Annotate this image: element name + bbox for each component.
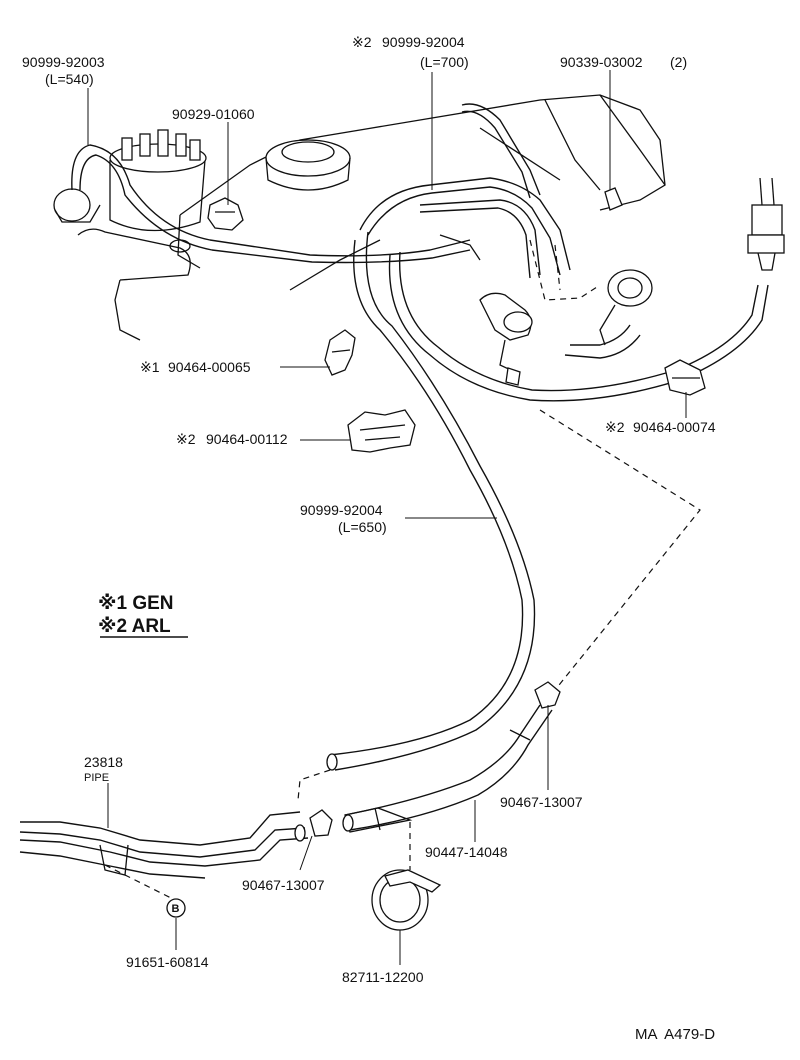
label-hose-top-center-length: (L=700)	[420, 54, 469, 70]
label-hose-short-number: 90447-14048	[425, 844, 508, 860]
label-pipe-number: 23818	[84, 754, 123, 770]
label-clamp-arl-left-number: 90464-00112	[206, 431, 288, 447]
label-bolt-symbol: B	[172, 903, 180, 915]
label-clamp-gen-marker: ※1	[140, 359, 160, 375]
label-hose-long-number: 90999-92004	[300, 502, 383, 518]
label-hose-top-center-number: 90999-92004	[382, 34, 465, 50]
part-labels: 90999-92003 (L=540) ※2 90999-92004 (L=70…	[22, 34, 716, 985]
label-bolt-number: 91651-60814	[126, 954, 209, 970]
label-plug-number: 90339-03002	[560, 54, 643, 70]
engine-illustration	[53, 94, 785, 386]
label-hose-top-center-marker: ※2	[352, 34, 372, 50]
label-hose-long-length: (L=650)	[338, 519, 387, 535]
label-plug-qty: (2)	[670, 54, 687, 70]
label-hose-top-left-number: 90999-92003	[22, 54, 105, 70]
label-hose-top-left-length: (L=540)	[45, 71, 94, 87]
label-clip-left-number: 90467-13007	[242, 877, 325, 893]
label-clip-right-number: 90467-13007	[500, 794, 583, 810]
legend: ※1 GEN ※2 ARL	[98, 593, 174, 637]
label-band-clamp-number: 82711-12200	[342, 969, 424, 985]
label-clamp-arl-left-marker: ※2	[176, 431, 196, 447]
label-pipe-name: PIPE	[84, 772, 109, 784]
clamp-icons	[166, 197, 706, 931]
label-clamp-upper-number: 90929-01060	[172, 106, 255, 122]
leader-lines	[87, 70, 687, 965]
hose-routing	[71, 103, 769, 901]
pipe-23818	[19, 811, 309, 879]
label-clamp-arl-right-marker: ※2	[605, 419, 625, 435]
label-clamp-arl-right-number: 90464-00074	[633, 419, 716, 435]
legend-line-gen: ※1 GEN	[98, 593, 174, 614]
label-clamp-gen-number: 90464-00065	[168, 359, 251, 375]
legend-line-arl: ※2 ARL	[98, 616, 171, 637]
figure-code: MA A479-D	[635, 1026, 715, 1043]
